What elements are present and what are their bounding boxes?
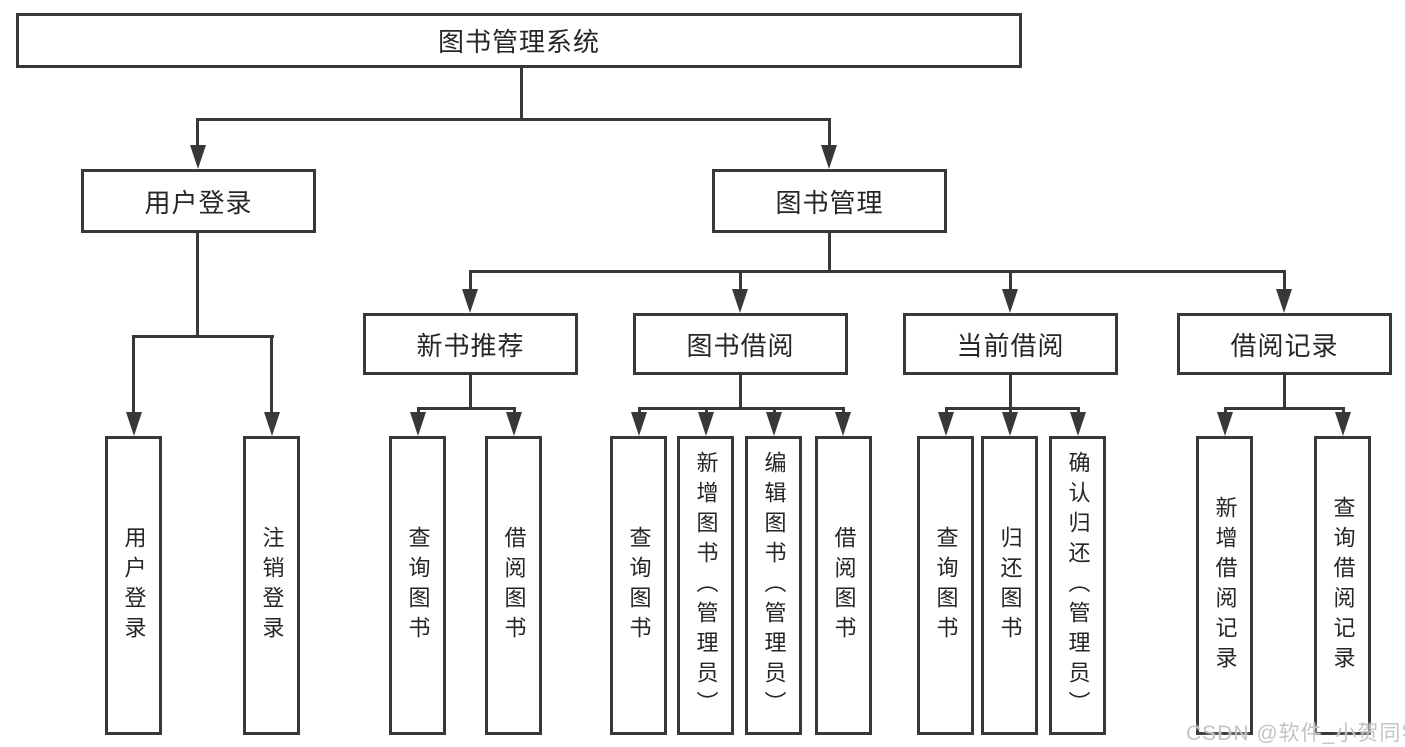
leaf-borrow-books-label: 借阅图书 — [831, 525, 857, 646]
connector-line — [638, 407, 845, 410]
connector-line — [773, 407, 776, 415]
leaf-add-books-admin: 新增图书（管理员） — [677, 436, 734, 735]
leaf-return-books-label: 归还图书 — [997, 525, 1023, 646]
node-new-book-recommend-label: 新书推荐 — [416, 330, 525, 361]
arrow-down-icon — [766, 412, 782, 436]
node-user-login-label: 用户登录 — [144, 187, 253, 218]
connector-line — [828, 118, 831, 147]
leaf-add-borrow-record: 新增借阅记录 — [1196, 436, 1253, 735]
connector-line — [417, 407, 420, 415]
arrow-down-icon — [938, 412, 954, 436]
arrow-down-icon — [835, 412, 851, 436]
leaf-confirm-return-admin-label: 确认归还（管理员） — [1065, 450, 1091, 721]
leaf-add-books-admin-label: 新增图书（管理员） — [693, 450, 719, 721]
arrow-down-icon — [1335, 412, 1351, 436]
node-book-borrow-label: 图书借阅 — [686, 330, 795, 361]
node-current-borrow: 当前借阅 — [903, 313, 1118, 375]
node-book-management: 图书管理 — [712, 169, 947, 233]
leaf-user-login: 用户登录 — [105, 436, 162, 735]
arrow-down-icon — [462, 289, 478, 313]
connector-line — [705, 407, 708, 415]
arrow-down-icon — [506, 412, 522, 436]
arrow-down-icon — [264, 412, 280, 436]
arrow-down-icon — [126, 412, 142, 436]
node-new-book-recommend: 新书推荐 — [363, 313, 578, 375]
leaf-user-login-label: 用户登录 — [121, 525, 147, 646]
connector-line — [196, 118, 199, 147]
arrow-down-icon — [631, 412, 647, 436]
leaf-edit-books-admin: 编辑图书（管理员） — [745, 436, 802, 735]
leaf-query-books-borrow-label: 查询图书 — [626, 525, 652, 646]
node-borrow-records-label: 借阅记录 — [1230, 330, 1339, 361]
arrow-down-icon — [732, 289, 748, 313]
arrow-down-icon — [821, 145, 837, 169]
node-book-management-label: 图书管理 — [775, 187, 884, 218]
connector-line — [513, 407, 516, 415]
leaf-query-books-current-label: 查询图书 — [933, 525, 959, 646]
connector-line — [1009, 375, 1012, 407]
node-book-borrow: 图书借阅 — [633, 313, 848, 375]
leaf-query-borrow-record: 查询借阅记录 — [1314, 436, 1371, 735]
node-root: 图书管理系统 — [16, 13, 1022, 68]
arrow-down-icon — [190, 145, 206, 169]
leaf-add-borrow-record-label: 新增借阅记录 — [1212, 495, 1238, 676]
leaf-return-books: 归还图书 — [981, 436, 1038, 735]
connector-line — [1077, 407, 1080, 415]
connector-line — [739, 270, 742, 292]
connector-line — [1009, 407, 1012, 415]
connector-line — [520, 68, 523, 118]
arrow-down-icon — [410, 412, 426, 436]
connector-line — [1342, 407, 1345, 415]
connector-line — [638, 407, 641, 415]
connector-line — [1224, 407, 1227, 415]
arrow-down-icon — [1002, 289, 1018, 313]
connector-line — [842, 407, 845, 415]
node-user-login: 用户登录 — [81, 169, 316, 233]
leaf-logout-label: 注销登录 — [259, 525, 285, 646]
arrow-down-icon — [1217, 412, 1233, 436]
connector-line — [196, 233, 199, 335]
connector-line — [270, 335, 273, 414]
node-current-borrow-label: 当前借阅 — [956, 330, 1065, 361]
leaf-query-books-borrow: 查询图书 — [610, 436, 667, 735]
connector-line — [945, 407, 948, 415]
leaf-query-books-current: 查询图书 — [917, 436, 974, 735]
arrow-down-icon — [698, 412, 714, 436]
leaf-edit-books-admin-label: 编辑图书（管理员） — [761, 450, 787, 721]
connector-line — [197, 118, 831, 121]
csdn-watermark: CSDN @软件_小贺同学 — [1186, 722, 1405, 745]
connector-line — [469, 375, 472, 407]
connector-line — [469, 270, 472, 292]
leaf-confirm-return-admin: 确认归还（管理员） — [1049, 436, 1106, 735]
connector-line — [417, 407, 516, 410]
node-borrow-records: 借阅记录 — [1177, 313, 1392, 375]
connector-line — [945, 407, 1080, 410]
connector-line — [1009, 270, 1012, 292]
arrow-down-icon — [1002, 412, 1018, 436]
connector-line — [1224, 407, 1345, 410]
connector-line — [1283, 270, 1286, 292]
node-root-label: 图书管理系统 — [437, 27, 600, 57]
leaf-query-borrow-record-label: 查询借阅记录 — [1330, 495, 1356, 676]
connector-line — [470, 270, 1286, 273]
leaf-query-books-recommend-label: 查询图书 — [405, 525, 431, 646]
connector-line — [132, 335, 135, 414]
connector-line — [1283, 375, 1286, 407]
connector-line — [828, 233, 831, 270]
arrow-down-icon — [1070, 412, 1086, 436]
leaf-borrow-books-recommend: 借阅图书 — [485, 436, 542, 735]
leaf-borrow-books: 借阅图书 — [815, 436, 872, 735]
leaf-borrow-books-recommend-label: 借阅图书 — [501, 525, 527, 646]
arrow-down-icon — [1276, 289, 1292, 313]
connector-line — [739, 375, 742, 407]
leaf-logout: 注销登录 — [243, 436, 300, 735]
connector-line — [133, 335, 274, 338]
leaf-query-books-recommend: 查询图书 — [389, 436, 446, 735]
